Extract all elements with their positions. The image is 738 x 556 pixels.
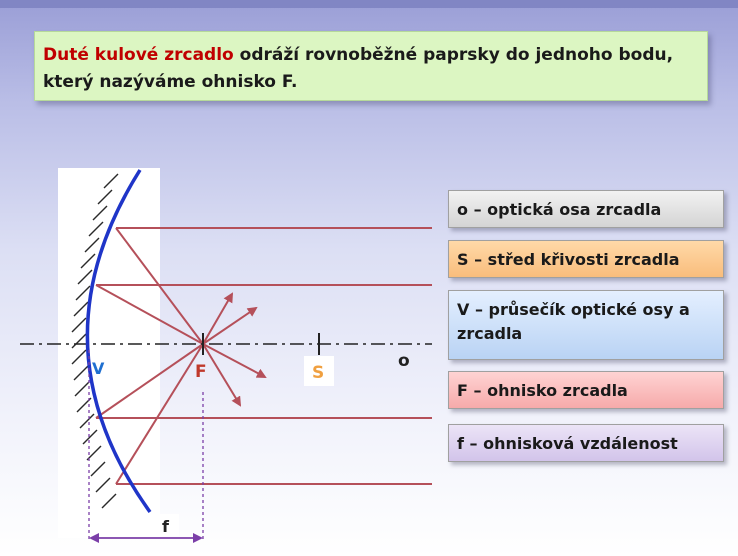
diverging-arrows [202, 292, 267, 407]
label-V: V [92, 359, 105, 378]
legend-vertex: V – průsečík optické osy a zrcadla [448, 290, 724, 360]
title-accent: Duté kulové zrcadlo [43, 45, 234, 65]
legend-focal-length: f – ohnisková vzdálenost [448, 424, 724, 462]
incident-rays [96, 227, 432, 485]
concave-mirror [85, 169, 152, 514]
top-band [0, 0, 738, 8]
label-F: F [195, 362, 207, 382]
s-label-bg [304, 356, 334, 386]
f-label-bg [155, 514, 179, 536]
legend-center: S – střed křivosti zrcadla [448, 240, 724, 278]
label-o: o [398, 351, 410, 371]
label-f: f [162, 517, 170, 536]
label-S: S [312, 363, 324, 383]
diagram-panel [58, 168, 160, 538]
legend-focus: F – ohnisko zrcadla [448, 371, 724, 409]
reflected-rays [95, 227, 204, 485]
legend-optical-axis: o – optická osa zrcadla [448, 190, 724, 228]
focal-length-arrow [89, 533, 203, 543]
title-box: Duté kulové zrcadlo odráží rovnoběžné pa… [34, 31, 708, 101]
title-rest: odráží rovnoběžné paprsky do jednoho bod… [43, 45, 674, 92]
